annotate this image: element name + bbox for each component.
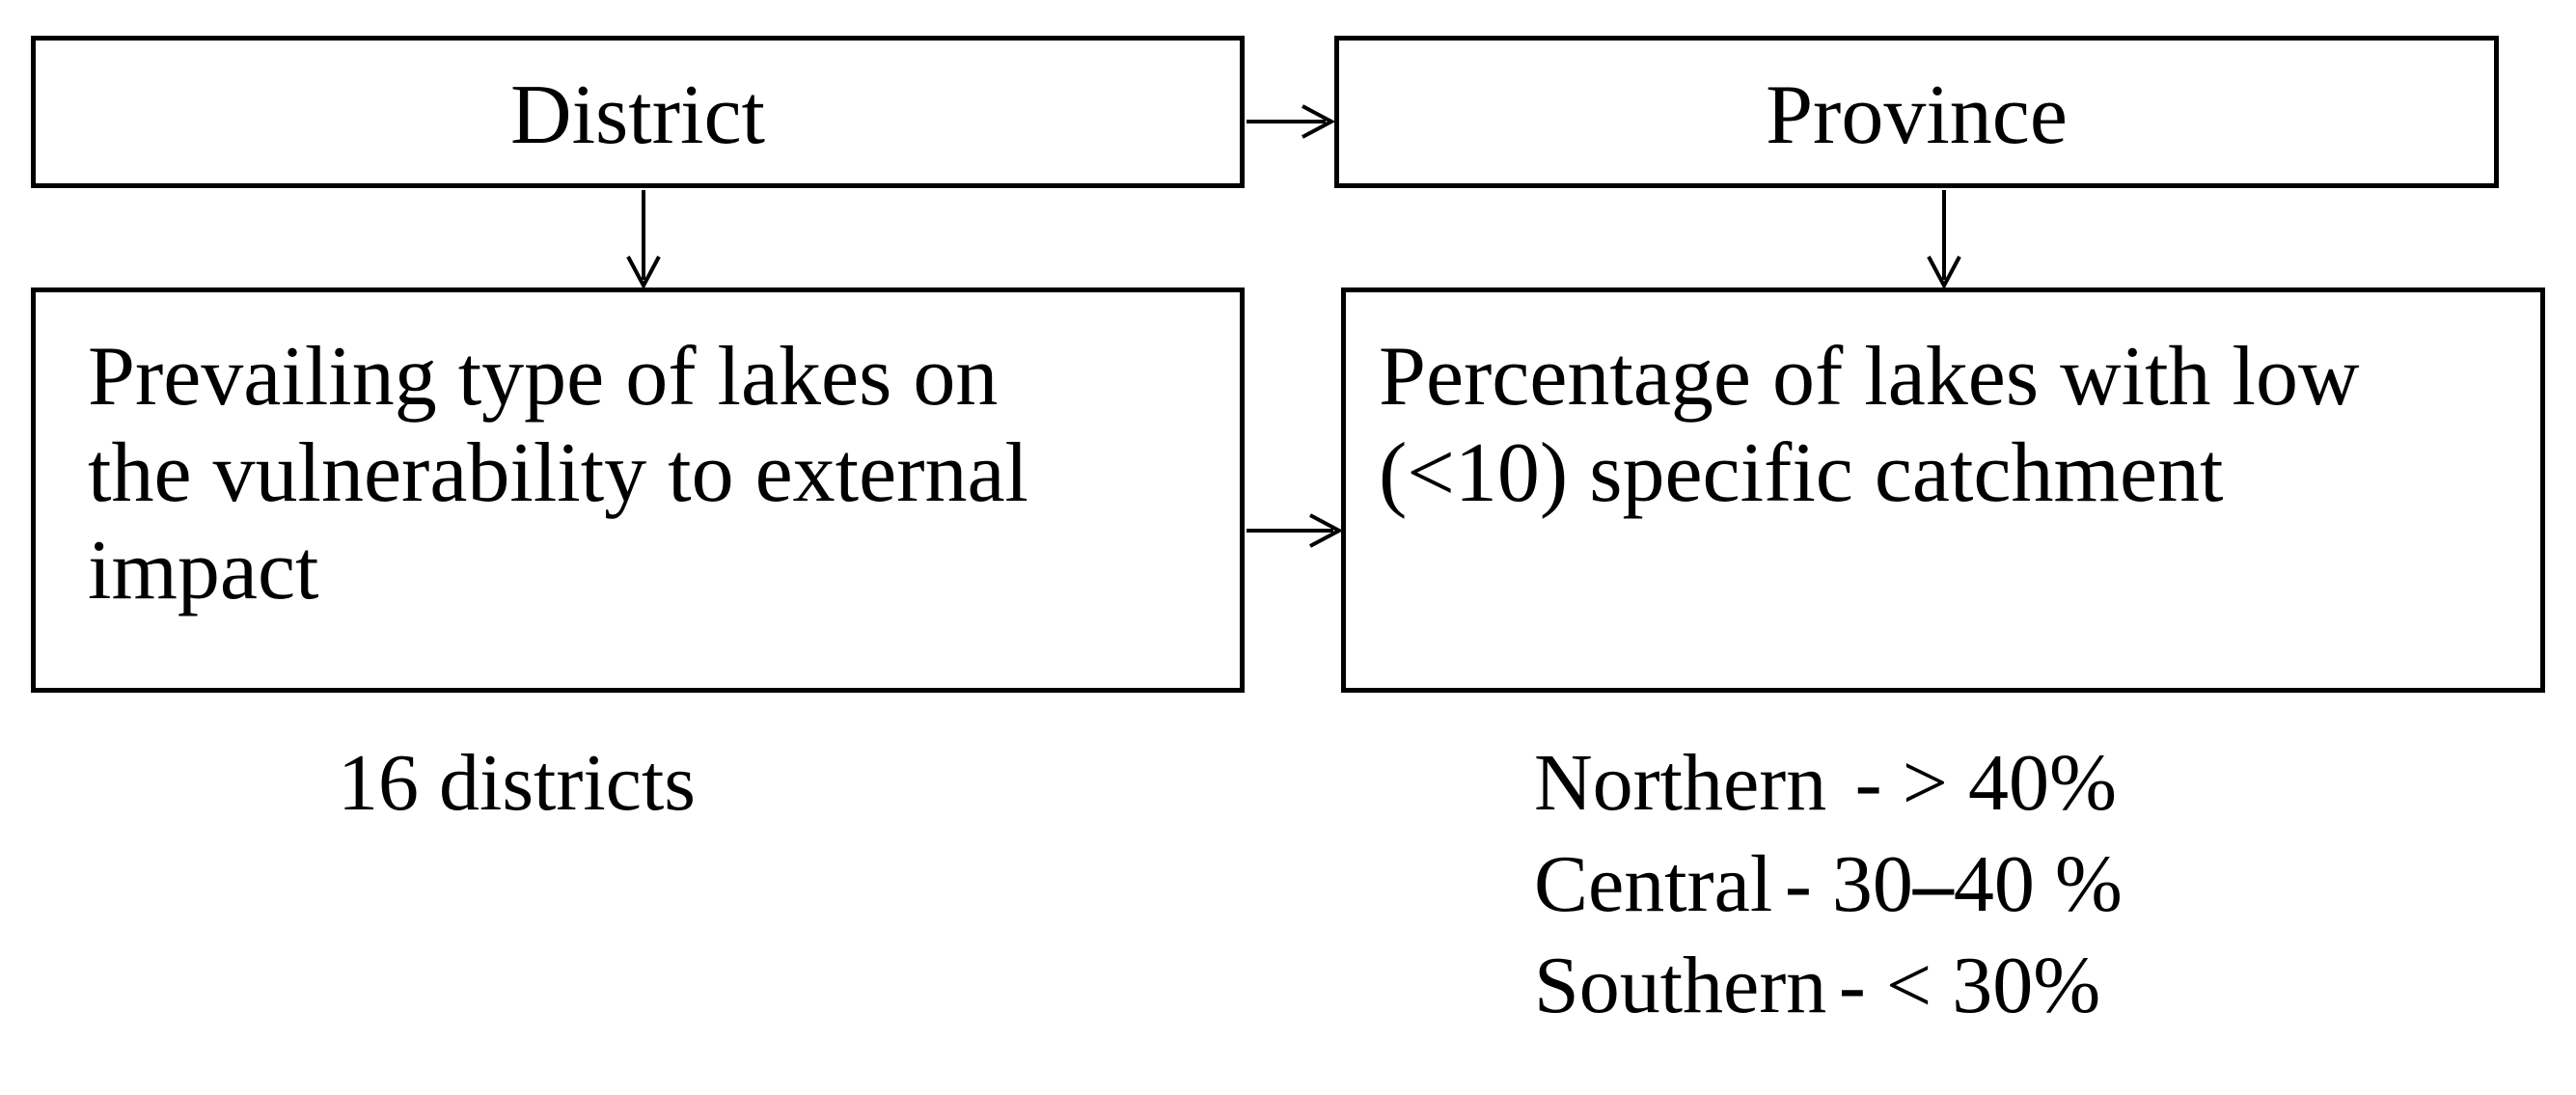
province-percentages: Northern- > 40% Central- 30–40 % Souther… (1534, 743, 2123, 1047)
arrow-district-to-detail (626, 190, 661, 290)
district-detail-line-3: impact (88, 523, 319, 617)
province-label: Province (1766, 68, 2068, 162)
province-detail-text: Percentage of lakes with low (<10) speci… (1379, 329, 2360, 523)
province-range-suffix: 40 % (1953, 839, 2123, 929)
range-dash: – (1912, 839, 1954, 929)
province-item-central: Central- 30–40 % (1534, 844, 2123, 945)
province-detail-box: Percentage of lakes with low (<10) speci… (1341, 287, 2545, 693)
district-detail-line-1: Prevailing type of lakes on (88, 330, 999, 424)
province-name: Southern (1534, 941, 1827, 1030)
province-detail-line-2: (<10) specific catchment (1379, 426, 2224, 521)
arrow-district-to-province (1247, 104, 1336, 139)
district-detail-text: Prevailing type of lakes on the vulnerab… (88, 329, 1028, 619)
province-range: - > 40% (1854, 738, 2117, 828)
district-count-note: 16 districts (338, 738, 696, 828)
arrow-province-to-detail (1927, 190, 1961, 290)
district-detail-box: Prevailing type of lakes on the vulnerab… (31, 287, 1245, 693)
province-item-northern: Northern- > 40% (1534, 743, 2123, 844)
district-box: District (31, 36, 1245, 188)
province-box: Province (1334, 36, 2499, 188)
province-detail-line-1: Percentage of lakes with low (1379, 330, 2360, 424)
province-name: Northern (1534, 738, 1827, 828)
province-name: Central (1534, 839, 1773, 929)
province-range: - < 30% (1838, 941, 2101, 1030)
province-range-prefix: - 30 (1784, 839, 1913, 929)
province-item-southern: Southern- < 30% (1534, 945, 2123, 1047)
district-label: District (510, 68, 765, 162)
arrow-detail-to-detail (1247, 513, 1344, 548)
district-detail-line-2: the vulnerability to external (88, 426, 1029, 521)
